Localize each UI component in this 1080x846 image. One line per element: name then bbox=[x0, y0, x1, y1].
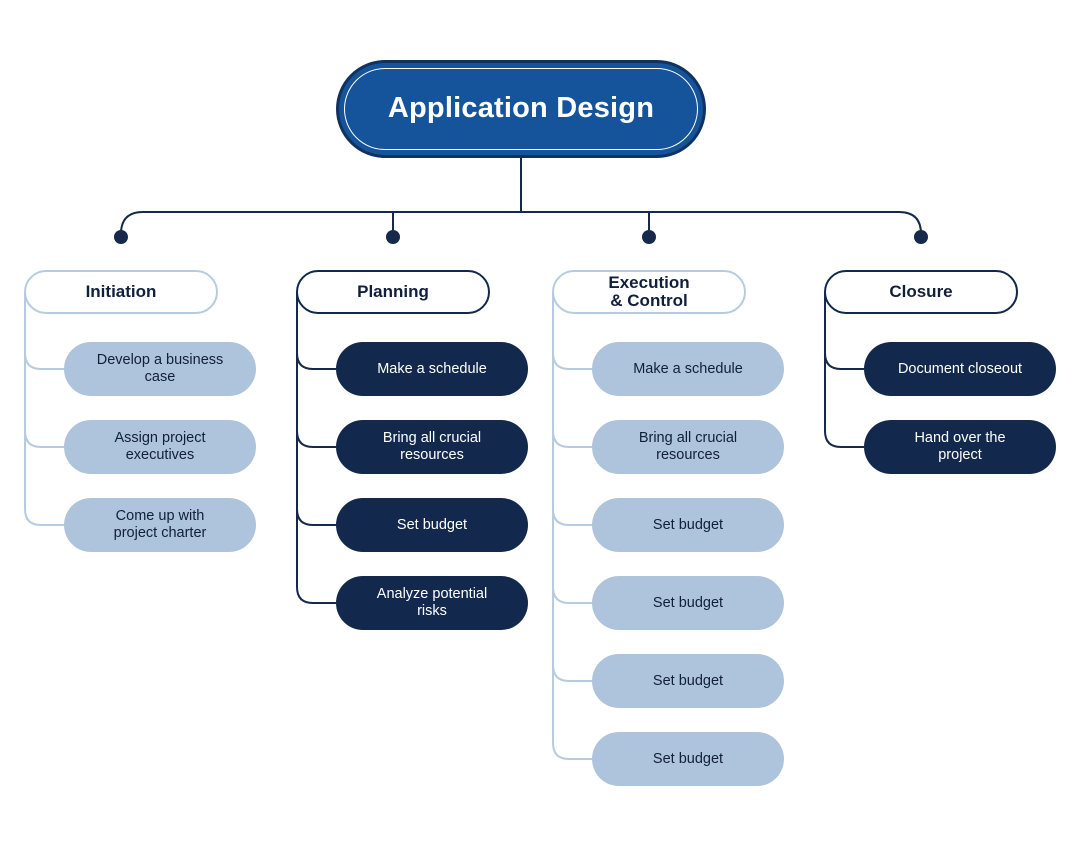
task-node[interactable]: Make a schedule bbox=[336, 342, 528, 396]
column-header-label: Initiation bbox=[85, 281, 157, 301]
task-node[interactable]: Set budget bbox=[336, 498, 528, 552]
task-node[interactable]: Come up with project charter bbox=[64, 498, 256, 552]
root-node-label: Application Design bbox=[387, 92, 655, 125]
column-header-closure[interactable]: Closure bbox=[824, 270, 1018, 314]
task-node[interactable]: Assign project executives bbox=[64, 420, 256, 474]
task-node-label: Set budget bbox=[652, 750, 724, 767]
task-node-label: Set budget bbox=[652, 594, 724, 611]
task-node-label: Document closeout bbox=[897, 360, 1023, 377]
branch-dot-execution-control bbox=[642, 230, 656, 244]
task-node-label: Set budget bbox=[652, 516, 724, 533]
task-node-label: Hand over the project bbox=[914, 430, 1006, 463]
task-node[interactable]: Document closeout bbox=[864, 342, 1056, 396]
task-node-label: Set budget bbox=[652, 672, 724, 689]
column-header-initiation[interactable]: Initiation bbox=[24, 270, 218, 314]
task-node[interactable]: Analyze potential risks bbox=[336, 576, 528, 630]
root-node-application-design[interactable]: Application Design bbox=[336, 60, 706, 158]
column-header-label: Planning bbox=[357, 281, 429, 301]
task-node[interactable]: Make a schedule bbox=[592, 342, 784, 396]
column-header-label: Closure bbox=[889, 281, 953, 301]
task-node[interactable]: Set budget bbox=[592, 576, 784, 630]
task-node-label: Come up with project charter bbox=[113, 508, 207, 541]
task-node-label: Assign project executives bbox=[114, 430, 206, 463]
task-node[interactable]: Bring all crucial resources bbox=[336, 420, 528, 474]
task-node[interactable]: Hand over the project bbox=[864, 420, 1056, 474]
column-header-label: Execution & Control bbox=[608, 272, 690, 310]
task-node[interactable]: Set budget bbox=[592, 732, 784, 786]
column-header-planning[interactable]: Planning bbox=[296, 270, 490, 314]
task-node[interactable]: Set budget bbox=[592, 498, 784, 552]
task-node-label: Set budget bbox=[396, 516, 468, 533]
task-node-label: Make a schedule bbox=[633, 360, 743, 377]
task-node-label: Make a schedule bbox=[377, 360, 487, 377]
task-node-label: Analyze potential risks bbox=[376, 586, 488, 619]
task-node[interactable]: Bring all crucial resources bbox=[592, 420, 784, 474]
task-node[interactable]: Develop a business case bbox=[64, 342, 256, 396]
task-node-label: Bring all crucial resources bbox=[638, 430, 738, 463]
task-node-label: Bring all crucial resources bbox=[382, 430, 482, 463]
column-header-execution-control[interactable]: Execution & Control bbox=[552, 270, 746, 314]
task-node-label: Develop a business case bbox=[96, 352, 224, 385]
branch-dot-initiation bbox=[114, 230, 128, 244]
branch-dot-planning bbox=[386, 230, 400, 244]
branch-dot-closure bbox=[914, 230, 928, 244]
task-node[interactable]: Set budget bbox=[592, 654, 784, 708]
